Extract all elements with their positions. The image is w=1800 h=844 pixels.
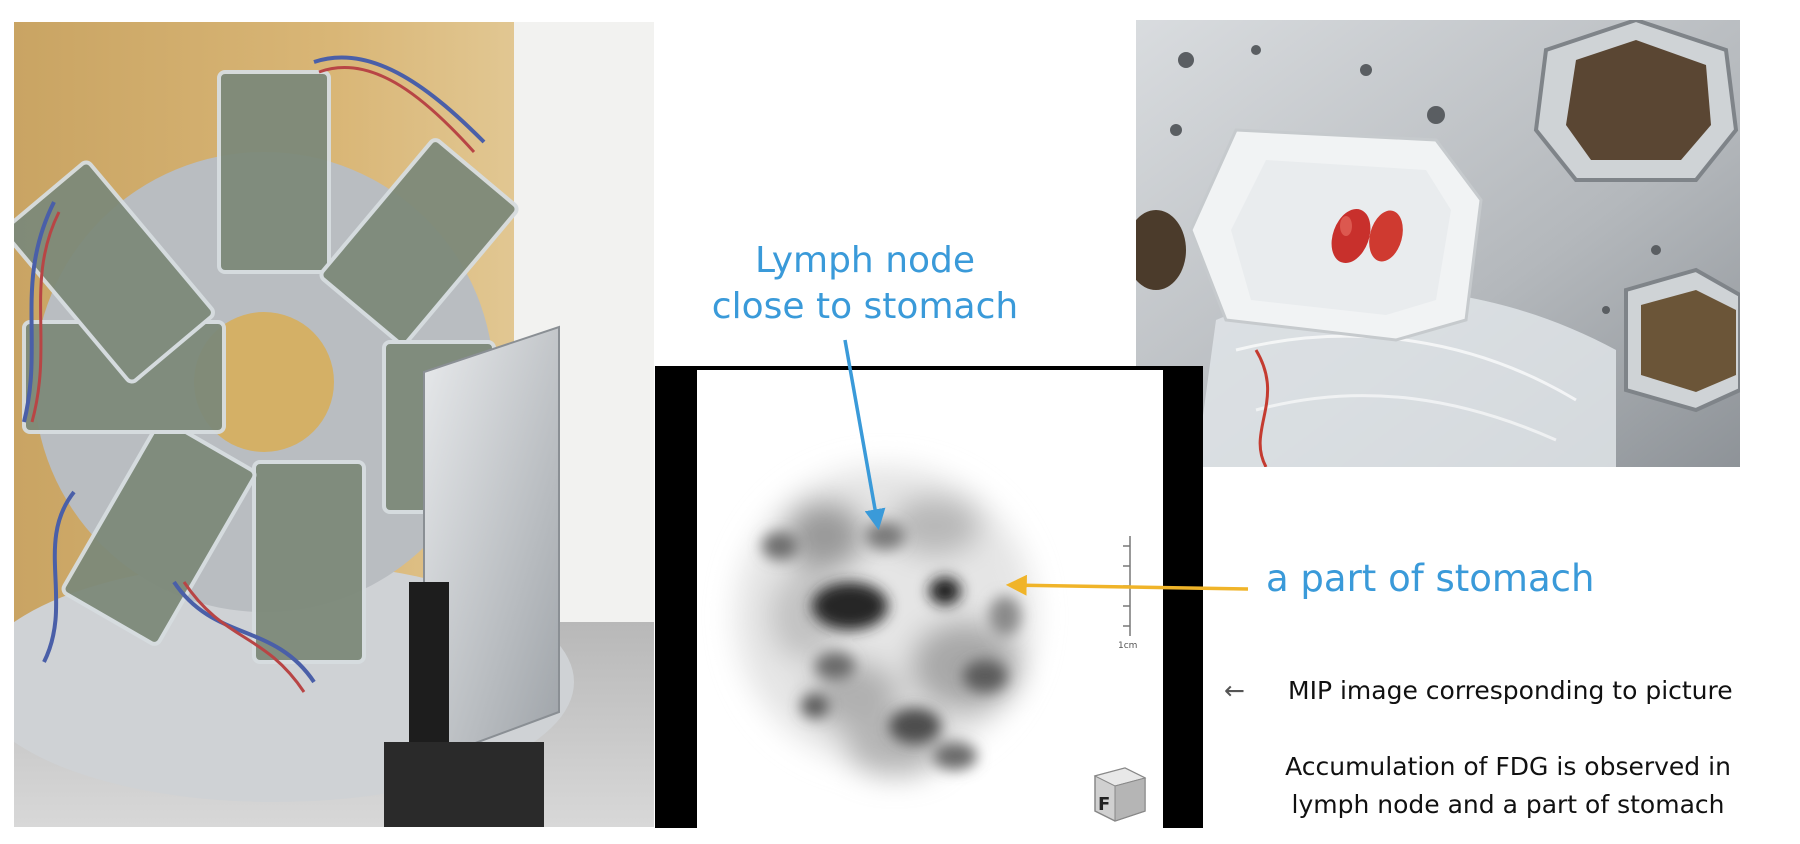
- orientation-cube-letter: F: [1098, 794, 1110, 815]
- lymph-node-label-line2: close to stomach: [711, 286, 1019, 327]
- scale-bar-label: 1cm: [1118, 641, 1137, 651]
- fdg-accumulation-caption: Accumulation of FDG is observed in lymph…: [1258, 748, 1758, 824]
- fdg-caption-line2: lymph node and a part of stomach: [1291, 790, 1725, 819]
- lymph-node-label-line1: Lymph node: [754, 240, 976, 281]
- specimen-tray-photo: [1136, 20, 1740, 467]
- lymph-node-label: Lymph node close to stomach: [700, 238, 1030, 330]
- orientation-cube-icon: F: [1093, 767, 1147, 822]
- detector-ring-photo: [14, 22, 654, 827]
- fdg-caption-line1: Accumulation of FDG is observed in: [1285, 752, 1731, 781]
- stomach-label: a part of stomach: [1266, 557, 1595, 600]
- left-arrow-icon: ←: [1224, 676, 1245, 705]
- mip-image-panel: 1cm F: [655, 366, 1203, 828]
- mip-image-caption: MIP image corresponding to picture: [1288, 676, 1733, 705]
